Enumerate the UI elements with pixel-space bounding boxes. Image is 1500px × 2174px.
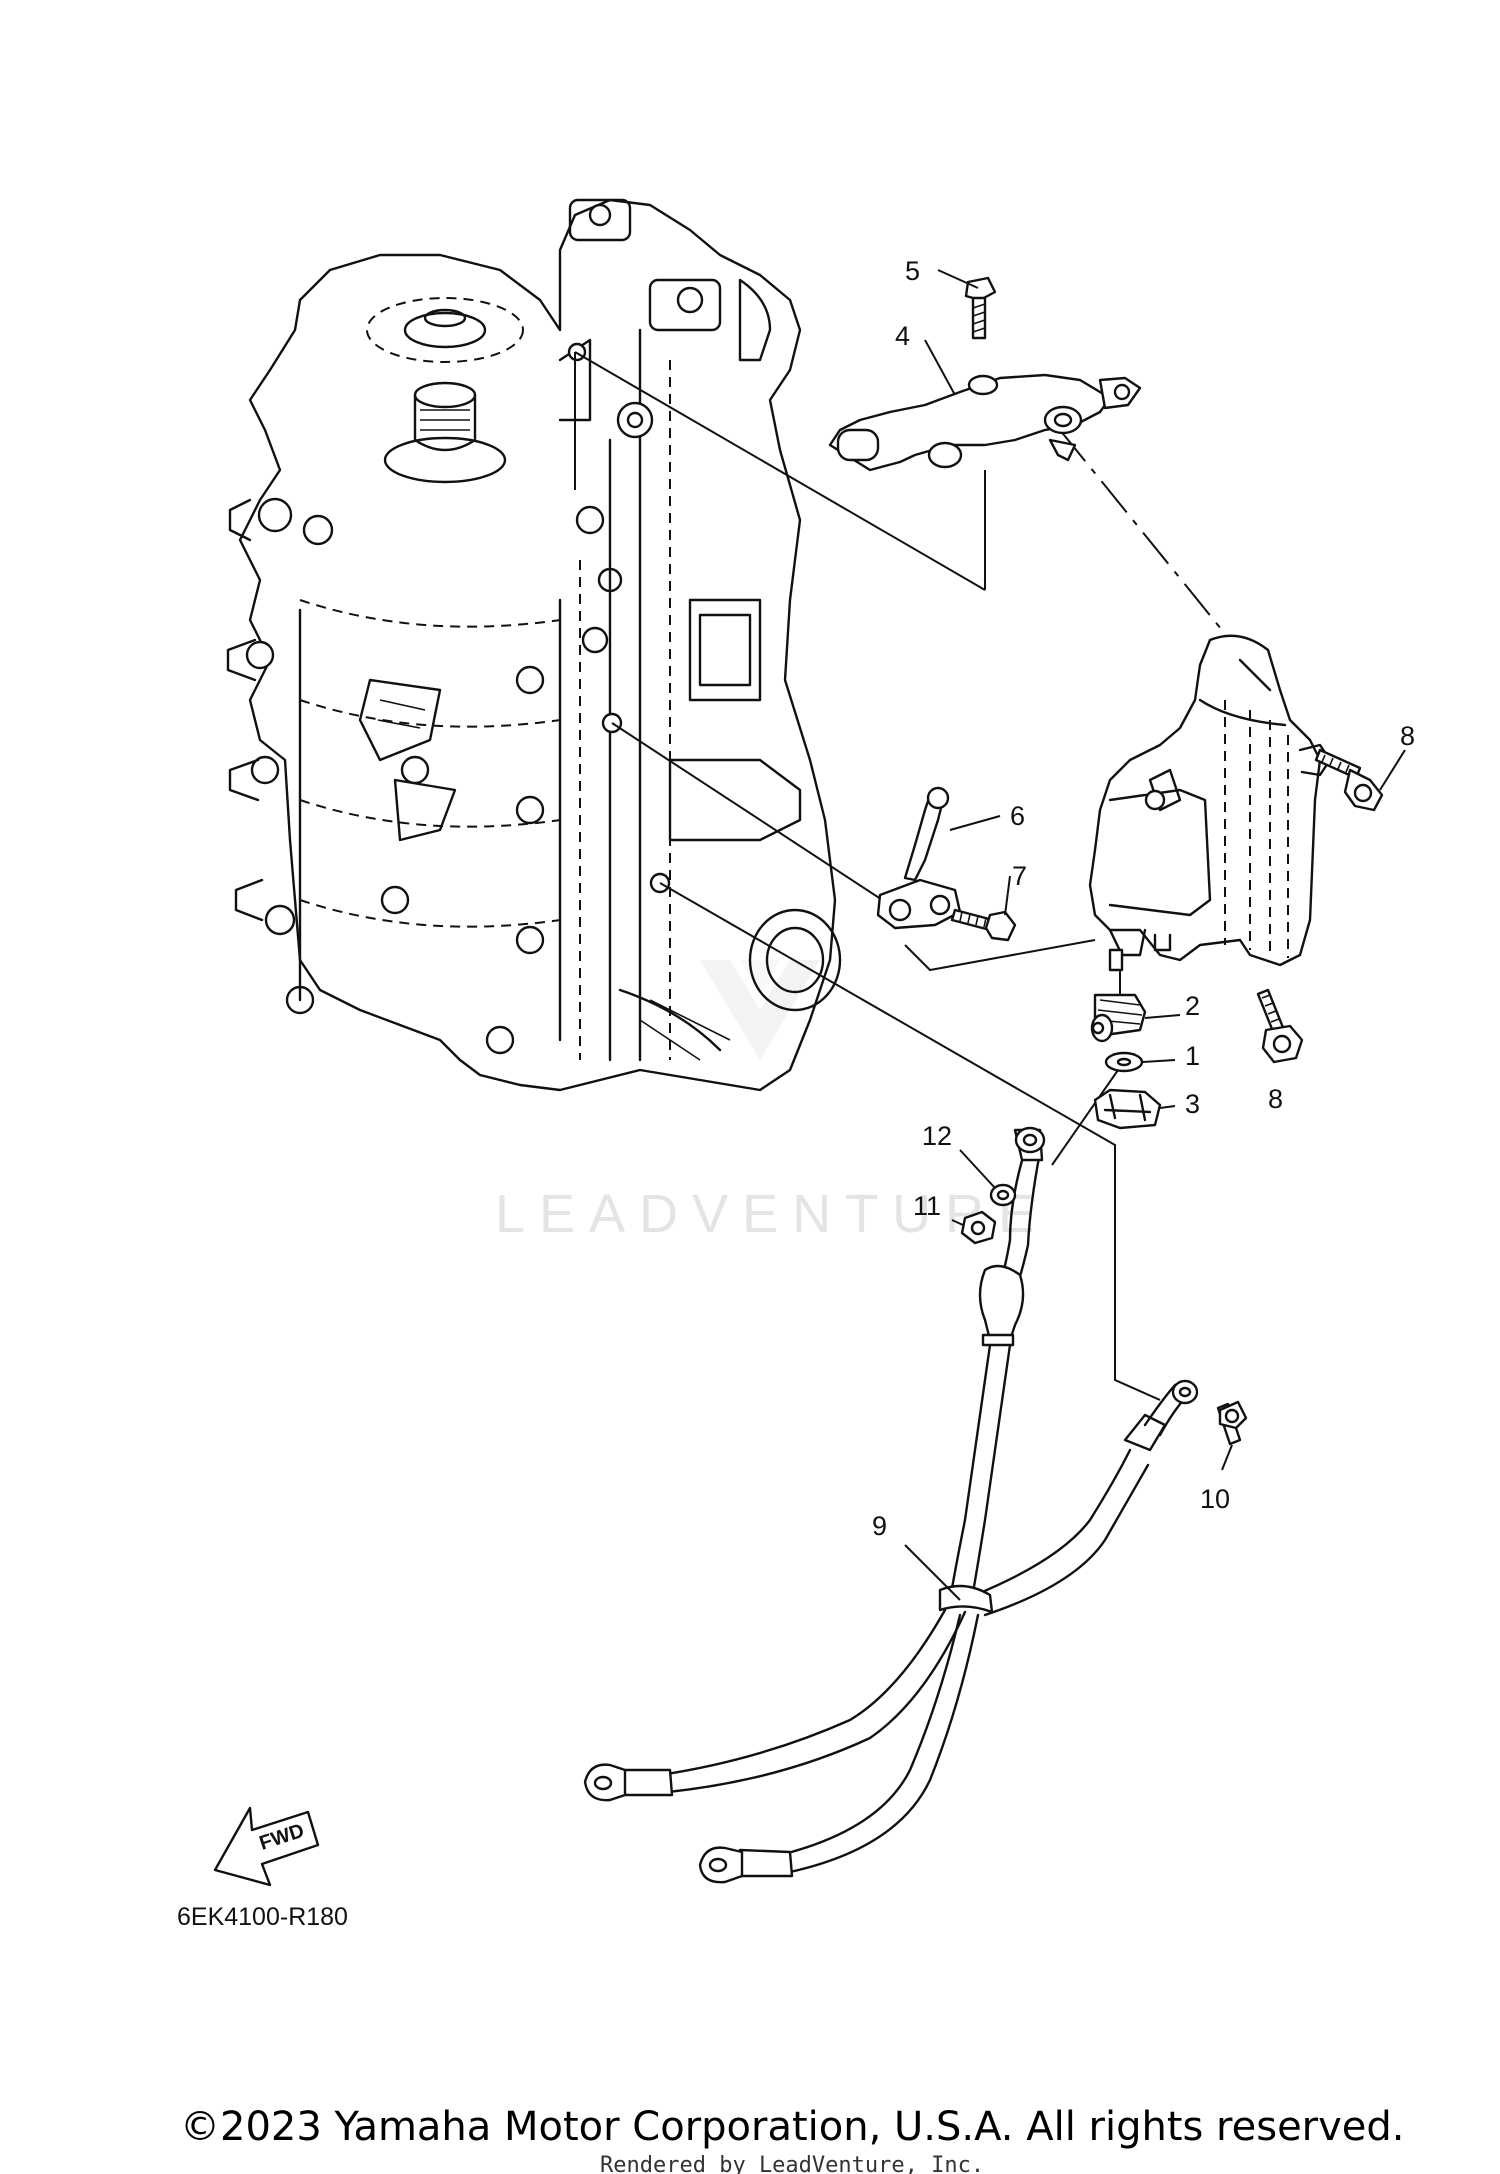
part-8-bolt-lower <box>1256 988 1304 1064</box>
copyright-notice: ©2023 Yamaha Motor Corporation, U.S.A. A… <box>180 2104 1405 2150</box>
part-4-bracket <box>828 373 1142 472</box>
engine-block <box>226 198 842 1092</box>
part-9-cable <box>583 1126 1199 1884</box>
callout-8-upper: 8 <box>1400 721 1415 751</box>
part-3-cover <box>1093 1088 1162 1130</box>
callout-9: 9 <box>872 1511 887 1541</box>
part-10-bolt <box>1216 1400 1248 1446</box>
rendered-by-notice: Rendered by LeadVenture, Inc. <box>600 2153 984 2174</box>
starter-motor <box>1088 634 1332 972</box>
part-2-cap <box>1090 993 1147 1043</box>
diagram-code: 6EK4100-R180 <box>177 1903 348 1931</box>
callout-11: 11 <box>913 1191 941 1221</box>
watermark-text: LEADVENTURE <box>495 1184 1048 1244</box>
callout-5: 5 <box>905 256 920 286</box>
callout-4: 4 <box>895 321 910 351</box>
callout-10: 10 <box>1200 1484 1230 1514</box>
head-bolts <box>245 497 623 1055</box>
part-6-holder <box>876 786 962 930</box>
fwd-arrow-icon: FWD <box>213 1806 320 1887</box>
callout-numbers: 5 4 6 7 8 2 1 3 8 12 11 10 9 <box>872 256 1415 1541</box>
part-8-bolt-upper <box>1314 748 1384 812</box>
part-5-bolt <box>964 276 997 340</box>
callout-6: 6 <box>1010 801 1025 831</box>
callout-3: 3 <box>1185 1089 1200 1119</box>
assembly-lines <box>574 351 1231 1401</box>
callout-2: 2 <box>1185 991 1200 1021</box>
callout-12: 12 <box>922 1121 952 1151</box>
callout-1: 1 <box>1185 1041 1200 1071</box>
part-11-nut <box>960 1210 997 1245</box>
part-1-washer <box>1104 1051 1144 1073</box>
part-12-washer <box>989 1183 1017 1207</box>
leader-lines <box>904 269 1406 1601</box>
callout-7: 7 <box>1012 861 1027 891</box>
callout-8-lower: 8 <box>1268 1084 1283 1114</box>
